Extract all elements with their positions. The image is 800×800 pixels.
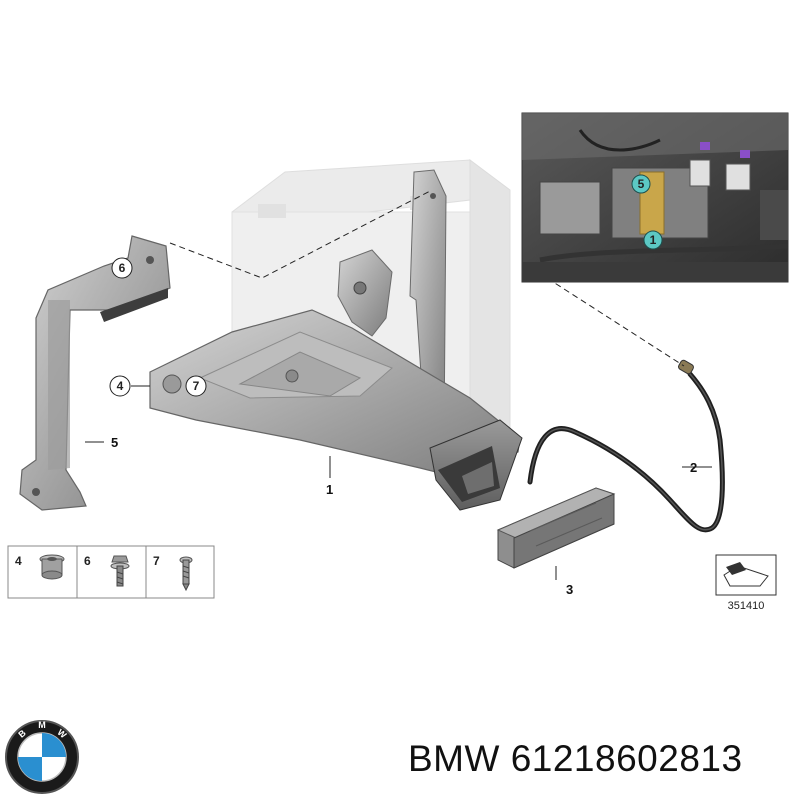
svg-text:4: 4 — [117, 379, 124, 393]
svg-text:B: B — [16, 727, 28, 739]
svg-text:M: M — [38, 720, 46, 730]
hose — [527, 359, 725, 533]
callout-7: 7 — [185, 375, 207, 397]
diagram-id: 351410 — [728, 600, 765, 612]
svg-text:6: 6 — [84, 554, 91, 568]
leader-lines — [85, 385, 712, 580]
footer-part-number: BMW 61218602813 — [408, 738, 743, 779]
label-1: 1 — [326, 482, 333, 497]
fastener-cell-6: 6 — [84, 554, 130, 587]
svg-text:1: 1 — [650, 233, 657, 247]
svg-text:6: 6 — [119, 261, 126, 275]
battery-tray — [149, 309, 523, 511]
bush-nut-icon — [39, 554, 65, 580]
support-bracket — [19, 235, 171, 511]
inset-photo — [521, 112, 789, 283]
fastener-table: 4 6 7 — [7, 545, 215, 599]
inset-callout-1: 1 — [643, 230, 663, 250]
fastener-cell-7: 7 — [153, 554, 193, 592]
label-2: 2 — [690, 460, 697, 475]
svg-text:7: 7 — [153, 554, 160, 568]
callout-6: 6 — [111, 257, 133, 279]
diagram-reference-icon — [715, 554, 777, 596]
label-3: 3 — [566, 582, 573, 597]
hex-bolt-washer-icon — [110, 555, 130, 587]
inset-callout-5: 5 — [631, 174, 651, 194]
callout-4: 4 — [109, 375, 131, 397]
bmw-logo: B M W — [5, 720, 79, 794]
fastener-cell-4: 4 — [15, 554, 65, 580]
screw-icon — [179, 556, 193, 592]
svg-text:5: 5 — [638, 177, 645, 191]
foam-pad — [496, 487, 616, 569]
label-5: 5 — [111, 435, 118, 450]
svg-text:7: 7 — [193, 379, 200, 393]
svg-text:4: 4 — [15, 554, 22, 568]
